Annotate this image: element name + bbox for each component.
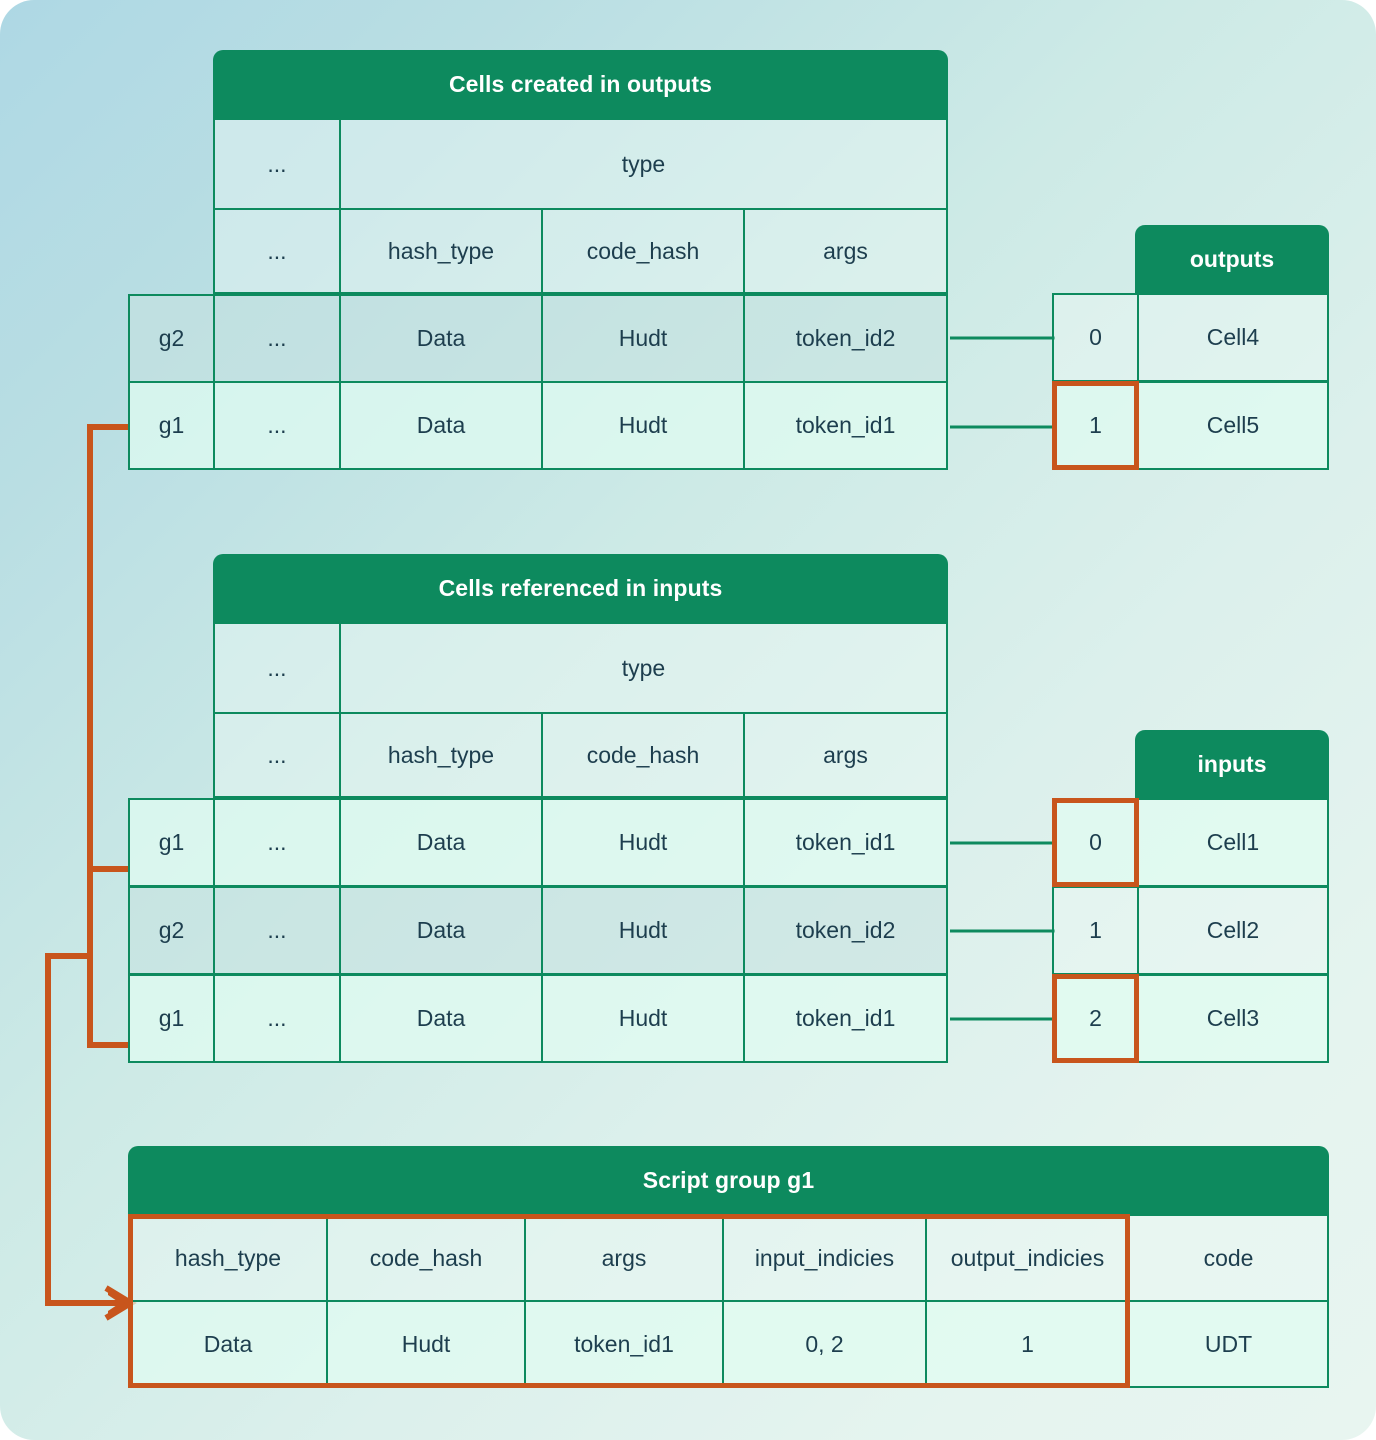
inputs-subheader-code-hash: code_hash: [541, 712, 745, 798]
outputs-index-row1-cell: Cell5: [1137, 381, 1329, 470]
script-group-header-code-hash: code_hash: [326, 1214, 526, 1302]
inputs-index-row1-index: 1: [1052, 886, 1139, 975]
outputs-row0-group: g2: [128, 294, 215, 383]
script-group-header-input-indicies: input_indicies: [722, 1214, 927, 1302]
inputs-type-header: type: [339, 622, 948, 714]
inputs-row0-group: g1: [128, 798, 215, 887]
inputs-subheader-hash-type: hash_type: [339, 712, 543, 798]
script-group-value-code: UDT: [1128, 1300, 1329, 1388]
inputs-subheader-ellipsis: ...: [213, 712, 341, 798]
inputs-row1-ellipsis: ...: [213, 886, 341, 975]
outputs-type-header: type: [339, 118, 948, 210]
inputs-section-table: Cells referenced in inputs: [213, 554, 948, 622]
outputs-index-row0-cell: Cell4: [1137, 293, 1329, 382]
outputs-row0-args: token_id2: [743, 294, 948, 383]
outputs-section-table: Cells created in outputs: [213, 50, 948, 118]
inputs-row1-hash-type: Data: [339, 886, 543, 975]
outputs-row0-code-hash: Hudt: [541, 294, 745, 383]
script-group-value-hash-type: Data: [128, 1300, 328, 1388]
inputs-section-title: Cells referenced in inputs: [213, 554, 948, 622]
script-group-value-input-indicies: 0, 2: [722, 1300, 927, 1388]
inputs-row2-ellipsis: ...: [213, 974, 341, 1063]
script-group-value-code-hash: Hudt: [326, 1300, 526, 1388]
inputs-row2-group: g1: [128, 974, 215, 1063]
outputs-row0-ellipsis: ...: [213, 294, 341, 383]
inputs-row2-args: token_id1: [743, 974, 948, 1063]
outputs-row1-code-hash: Hudt: [541, 381, 745, 470]
inputs-index-row2-index: 2: [1052, 974, 1139, 1063]
orange-link-to-script-group: [45, 953, 122, 1306]
inputs-row2-code-hash: Hudt: [541, 974, 745, 1063]
inputs-index-title: inputs: [1135, 730, 1329, 798]
script-group-header-code: code: [1128, 1214, 1329, 1302]
script-group-header-hash-type: hash_type: [128, 1214, 328, 1302]
outputs-subheader-args: args: [743, 208, 948, 294]
script-group-header-output-indicies: output_indicies: [925, 1214, 1130, 1302]
script-group-header-args: args: [524, 1214, 724, 1302]
outputs-index-title: outputs: [1135, 225, 1329, 293]
inputs-row1-group: g2: [128, 886, 215, 975]
script-group-title: Script group g1: [128, 1146, 1329, 1214]
script-group-value-output-indicies: 1: [925, 1300, 1130, 1388]
orange-link-inputs-g1: [87, 869, 128, 1048]
outputs-row0-hash-type: Data: [339, 294, 543, 383]
inputs-row1-code-hash: Hudt: [541, 886, 745, 975]
inputs-ellipsis-header: ...: [213, 622, 341, 714]
outputs-subheader-hash-type: hash_type: [339, 208, 543, 294]
outputs-index-row0-index: 0: [1052, 293, 1139, 382]
script-group-value-args: token_id1: [524, 1300, 724, 1388]
inputs-row1-args: token_id2: [743, 886, 948, 975]
outputs-row1-hash-type: Data: [339, 381, 543, 470]
inputs-index-row2-cell: Cell3: [1137, 974, 1329, 1063]
inputs-index-row0-cell: Cell1: [1137, 798, 1329, 887]
outputs-subheader-ellipsis: ...: [213, 208, 341, 294]
outputs-row1-ellipsis: ...: [213, 381, 341, 470]
script-group-table: Script group g1: [128, 1146, 1329, 1214]
outputs-index-row1-index: 1: [1052, 381, 1139, 470]
inputs-row2-hash-type: Data: [339, 974, 543, 1063]
inputs-row0-hash-type: Data: [339, 798, 543, 887]
inputs-row0-code-hash: Hudt: [541, 798, 745, 887]
orange-link-outputs-g1: [87, 424, 128, 872]
inputs-index-row0-index: 0: [1052, 798, 1139, 887]
outputs-row1-args: token_id1: [743, 381, 948, 470]
inputs-row0-args: token_id1: [743, 798, 948, 887]
outputs-section-title: Cells created in outputs: [213, 50, 948, 118]
inputs-index-row1-cell: Cell2: [1137, 886, 1329, 975]
inputs-subheader-args: args: [743, 712, 948, 798]
outputs-row1-group: g1: [128, 381, 215, 470]
outputs-subheader-code-hash: code_hash: [541, 208, 745, 294]
inputs-row0-ellipsis: ...: [213, 798, 341, 887]
outputs-ellipsis-header: ...: [213, 118, 341, 210]
